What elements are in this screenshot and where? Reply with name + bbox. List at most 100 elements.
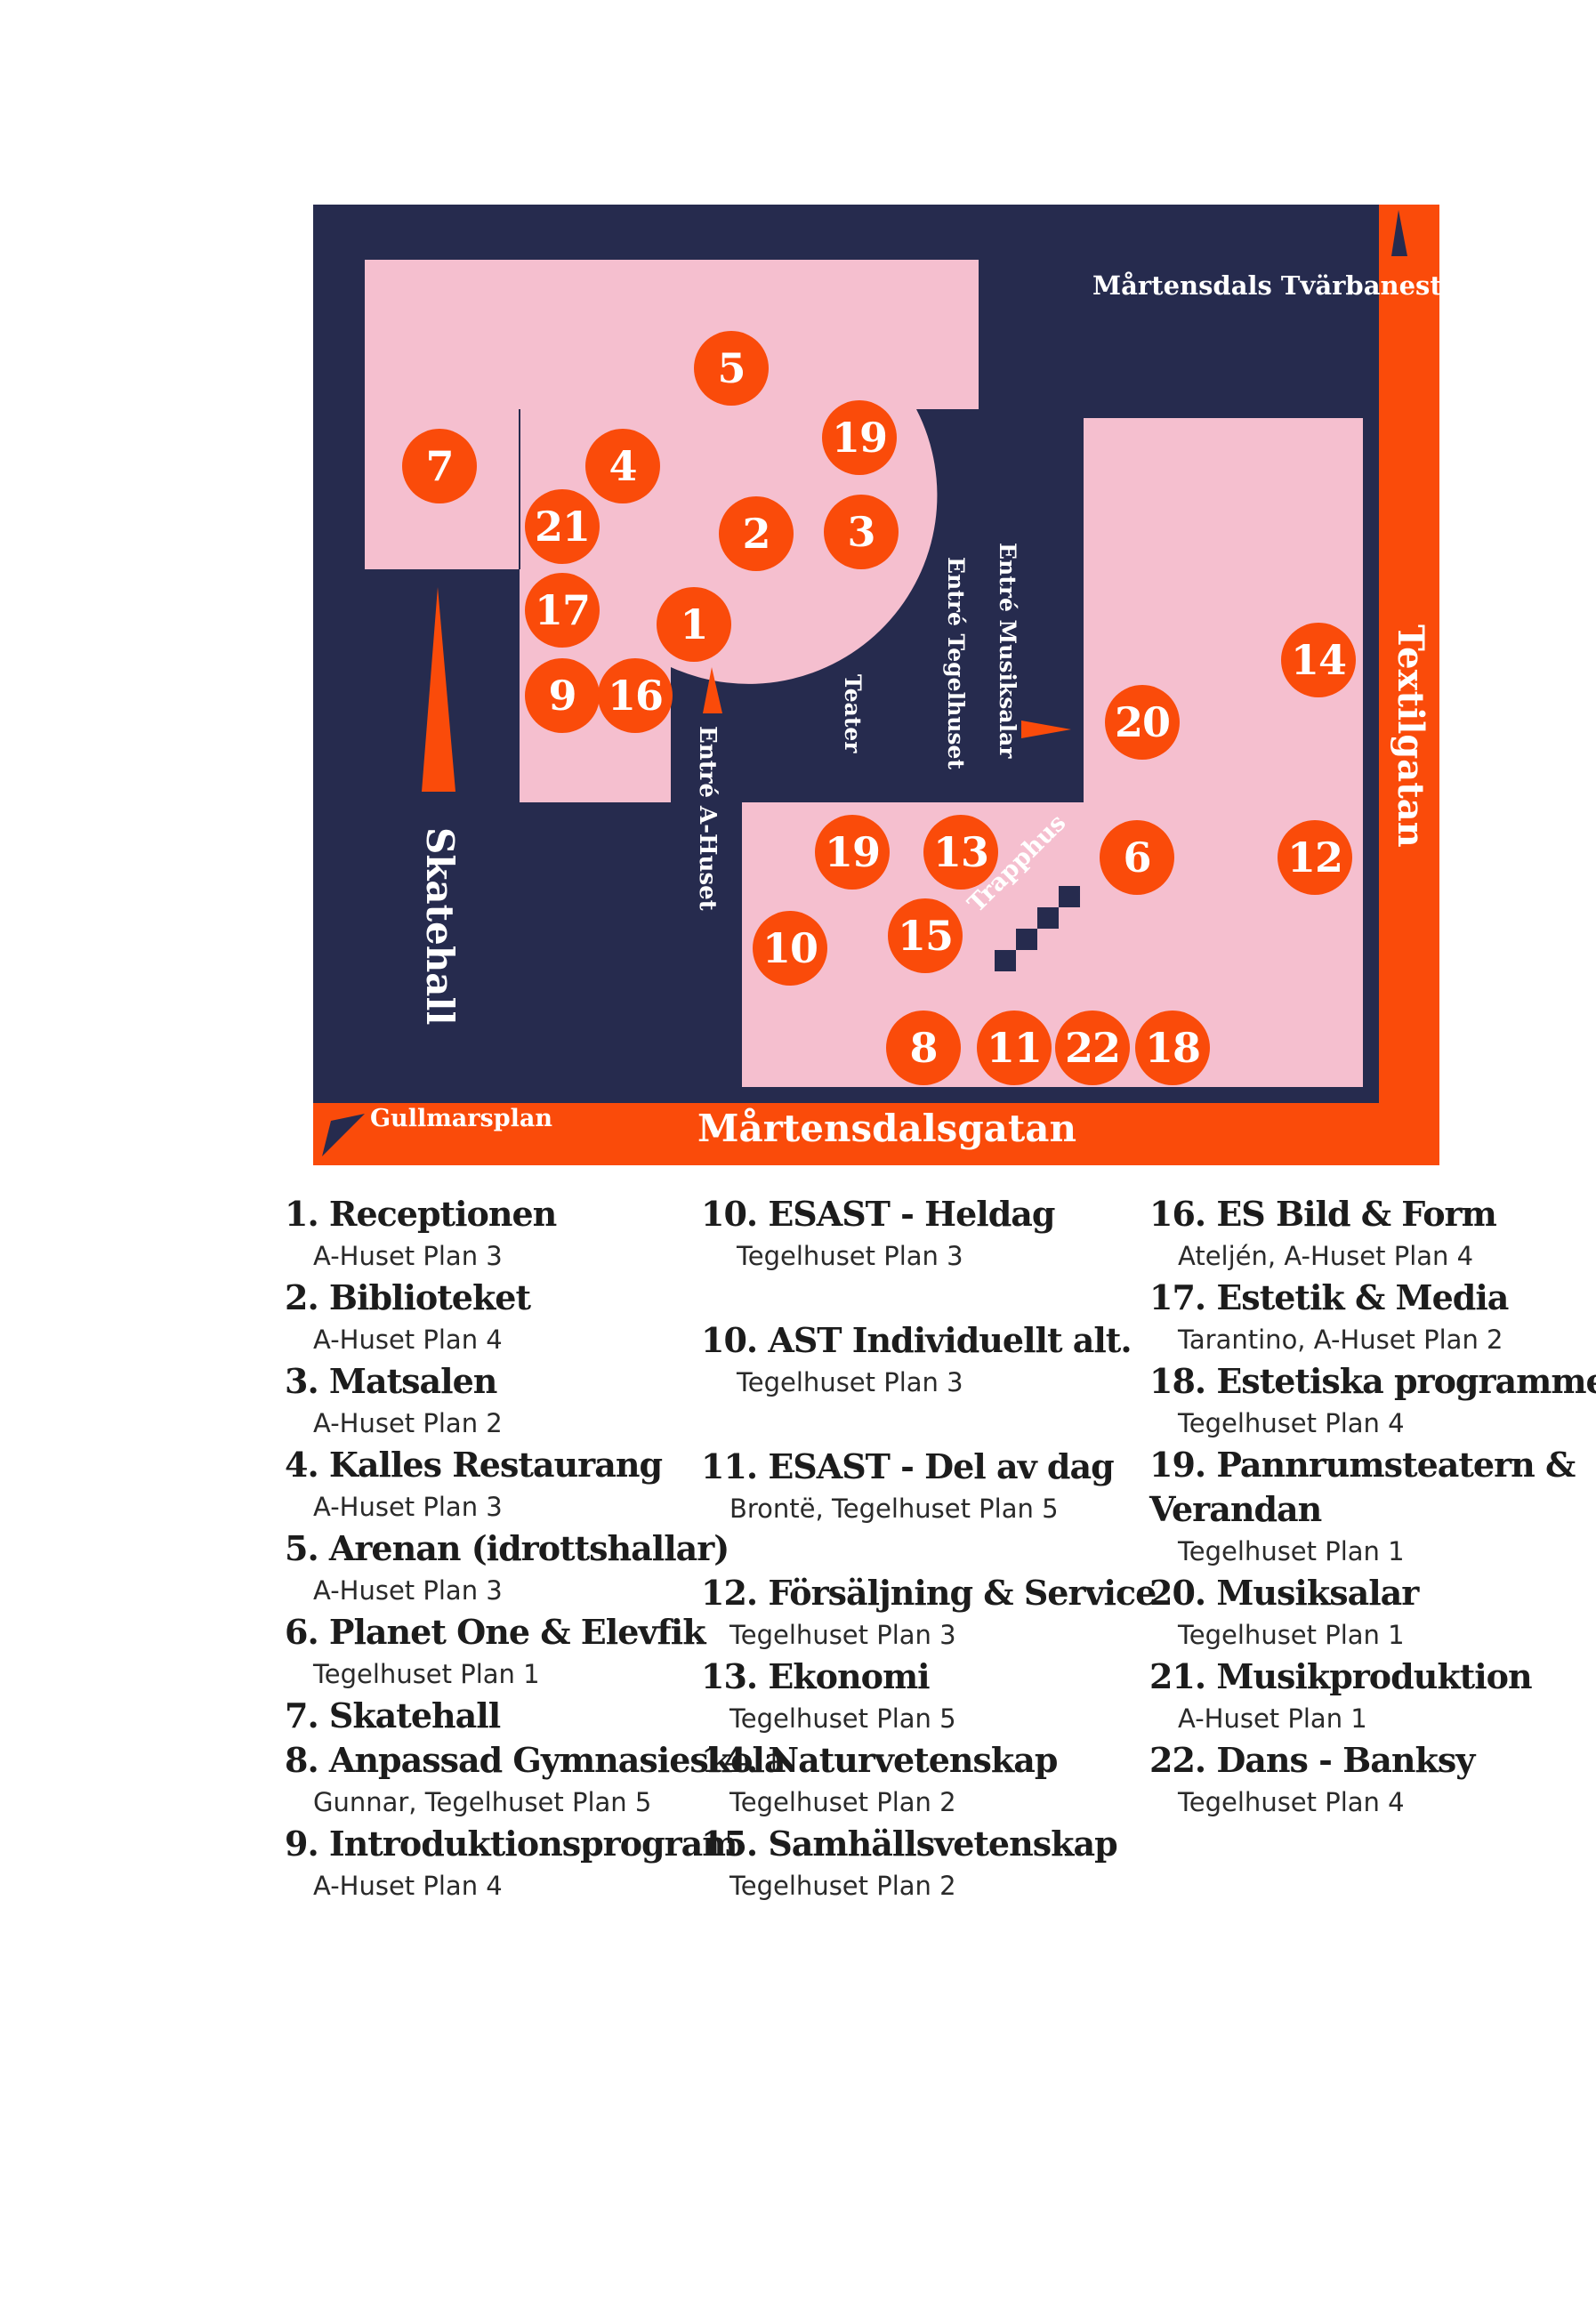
legend-entry: 14. Naturvetenskap Tegelhuset Plan 2 [701, 1738, 1156, 1822]
legend-location: Tegelhuset Plan 4 [1178, 1408, 1405, 1438]
legend-title: 22. Dans - Banksy [1149, 1740, 1475, 1780]
gullmarsplan-arrow-icon [322, 1114, 365, 1156]
legend-entry: 12. Försäljning & Service Tegelhuset Pla… [701, 1571, 1157, 1655]
legend-location: Tegelhuset Plan 3 [737, 1367, 963, 1397]
legend-title: 21. Musikproduktion [1149, 1656, 1533, 1696]
legend-location: Tegelhuset Plan 2 [729, 1871, 956, 1901]
legend-location: Tegelhuset Plan 3 [737, 1241, 963, 1271]
legend-entry: 3. Matsalen A-Huset Plan 2 [285, 1359, 786, 1443]
legend-entry: 16. ES Bild & Form Ateljén, A-Huset Plan… [1149, 1192, 1596, 1276]
legend-title-continued: Verandan [1149, 1489, 1322, 1529]
entre-tegelhuset-label: Entré Tegelhuset [943, 557, 969, 769]
legend-entry: 13. Ekonomi Tegelhuset Plan 5 [701, 1655, 1156, 1738]
legend-entry: 11. ESAST - Del av dag Brontë, Tegelhuse… [701, 1445, 1156, 1528]
legend-title: 7. Skatehall [285, 1695, 501, 1735]
legend-location: Brontë, Tegelhuset Plan 5 [729, 1494, 1059, 1524]
legend-column-1: 1. Receptionen A-Huset Plan 3 2. Bibliot… [285, 1192, 786, 1905]
legend-entry: 9. Introduktionsprogram A-Huset Plan 4 [285, 1822, 786, 1905]
legend-location: Tegelhuset Plan 1 [1178, 1620, 1405, 1650]
legend-title: 8. Anpassad Gymnasieskola [285, 1740, 786, 1780]
pin-10[interactable]: 10 [753, 911, 827, 986]
legend-entry: 10. AST Individuellt alt. Tegelhuset Pla… [701, 1318, 1156, 1402]
campus-map: Mårtensdals Tvärbanestation Textilgatan … [313, 205, 1516, 1165]
legend-title: 14. Naturvetenskap [701, 1740, 1058, 1780]
legend-location: A-Huset Plan 3 [313, 1575, 503, 1606]
legend-location: Tarantino, A-Huset Plan 2 [1178, 1325, 1503, 1355]
pin-11[interactable]: 11 [977, 1011, 1052, 1085]
pin-5[interactable]: 5 [694, 331, 769, 406]
teater-label: Teater [840, 674, 866, 753]
legend-entry: 5. Arenan (idrottshallar) A-Huset Plan 3 [285, 1526, 786, 1610]
legend-title: 16. ES Bild & Form [1149, 1194, 1497, 1234]
legend-entry: 2. Biblioteket A-Huset Plan 4 [285, 1276, 786, 1359]
martensdalsgatan-label: Mårtensdalsgatan [697, 1107, 1077, 1150]
textilgatan-label: Textilgatan [1390, 624, 1431, 848]
legend-title: 2. Biblioteket [285, 1277, 531, 1317]
legend-column-3: 16. ES Bild & Form Ateljén, A-Huset Plan… [1149, 1192, 1596, 1822]
pin-4[interactable]: 4 [585, 429, 660, 503]
legend-entry: 8. Anpassad Gymnasieskola Gunnar, Tegelh… [285, 1738, 786, 1822]
pin-8[interactable]: 8 [886, 1011, 961, 1085]
pin-2[interactable]: 2 [719, 496, 794, 571]
legend-title: 12. Försäljning & Service [701, 1573, 1157, 1613]
entre-a-huset-label: Entré A-Huset [694, 726, 721, 911]
entre-a-huset-arrow-icon [703, 667, 722, 713]
legend-entry: 17. Estetik & Media Tarantino, A-Huset P… [1149, 1276, 1596, 1359]
pin-9[interactable]: 9 [525, 658, 600, 733]
legend-entry: 20. Musiksalar Tegelhuset Plan 1 [1149, 1571, 1596, 1655]
pin-13[interactable]: 13 [923, 815, 998, 890]
building-a-huset [365, 260, 979, 802]
pin-19-a-huset[interactable]: 19 [822, 400, 897, 475]
pin-12[interactable]: 12 [1278, 820, 1352, 895]
legend-location: Gunnar, Tegelhuset Plan 5 [313, 1787, 652, 1817]
legend-location: Tegelhuset Plan 1 [1178, 1536, 1405, 1566]
pin-17[interactable]: 17 [525, 573, 600, 648]
pin-21[interactable]: 21 [525, 489, 600, 564]
pin-18[interactable]: 18 [1135, 1011, 1210, 1085]
station-label: Mårtensdals Tvärbanestation [1092, 270, 1517, 301]
legend-entry: 18. Estetiska programmet Tegelhuset Plan… [1149, 1359, 1596, 1443]
road-textilgatan [1379, 205, 1439, 1165]
legend-entry: 10. ESAST - Heldag Tegelhuset Plan 3 [701, 1192, 1156, 1276]
legend-location: A-Huset Plan 2 [313, 1408, 503, 1438]
legend-title: 10. ESAST - Heldag [701, 1194, 1055, 1234]
legend-entry: 7. Skatehall [285, 1694, 786, 1738]
pin-3[interactable]: 3 [824, 495, 899, 569]
legend-location: Tegelhuset Plan 1 [313, 1659, 540, 1689]
legend-location: A-Huset Plan 4 [313, 1325, 503, 1355]
legend-location: Tegelhuset Plan 3 [729, 1620, 956, 1650]
legend-title: 9. Introduktionsprogram [285, 1824, 738, 1864]
legend-location: A-Huset Plan 4 [313, 1871, 503, 1901]
pin-20[interactable]: 20 [1105, 685, 1180, 760]
legend-title: 5. Arenan (idrottshallar) [285, 1528, 729, 1568]
legend-title: 11. ESAST - Del av dag [701, 1446, 1115, 1486]
pin-6[interactable]: 6 [1100, 820, 1174, 895]
gullmarsplan-label: Gullmarsplan [370, 1105, 552, 1132]
legend-location: A-Huset Plan 1 [1178, 1703, 1367, 1734]
legend-title: 10. AST Individuellt alt. [701, 1320, 1133, 1360]
pin-14[interactable]: 14 [1281, 623, 1356, 697]
legend-title: 17. Estetik & Media [1149, 1277, 1509, 1317]
pin-7[interactable]: 7 [402, 429, 477, 503]
pin-15[interactable]: 15 [888, 898, 963, 973]
pin-22[interactable]: 22 [1055, 1011, 1130, 1085]
pin-16[interactable]: 16 [598, 658, 673, 733]
map-background [313, 205, 1439, 1165]
legend-entry: 1. Receptionen A-Huset Plan 3 [285, 1192, 786, 1276]
legend-title: 15. Samhällsvetenskap [701, 1824, 1118, 1864]
legend-title: 6. Planet One & Elevfik [285, 1612, 706, 1652]
legend-location: Ateljén, A-Huset Plan 4 [1178, 1241, 1474, 1271]
legend-location: Tegelhuset Plan 5 [729, 1703, 956, 1734]
skatehall-arrow-icon [422, 587, 455, 792]
station-arrow-icon [1391, 210, 1407, 256]
legend-entry: 6. Planet One & Elevfik Tegelhuset Plan … [285, 1610, 786, 1694]
trapphus-stairs [995, 886, 1080, 971]
legend-entry: 4. Kalles Restaurang A-Huset Plan 3 [285, 1443, 786, 1526]
legend-location: Tegelhuset Plan 2 [729, 1787, 956, 1817]
legend-location: A-Huset Plan 3 [313, 1241, 503, 1271]
entre-musiksalar-label: Entré Musiksalar [995, 543, 1020, 759]
pin-19-tegelhuset[interactable]: 19 [815, 815, 890, 890]
legend-title: 20. Musiksalar [1149, 1573, 1419, 1613]
pin-1[interactable]: 1 [657, 587, 731, 662]
legend-entry: 15. Samhällsvetenskap Tegelhuset Plan 2 [701, 1822, 1156, 1905]
